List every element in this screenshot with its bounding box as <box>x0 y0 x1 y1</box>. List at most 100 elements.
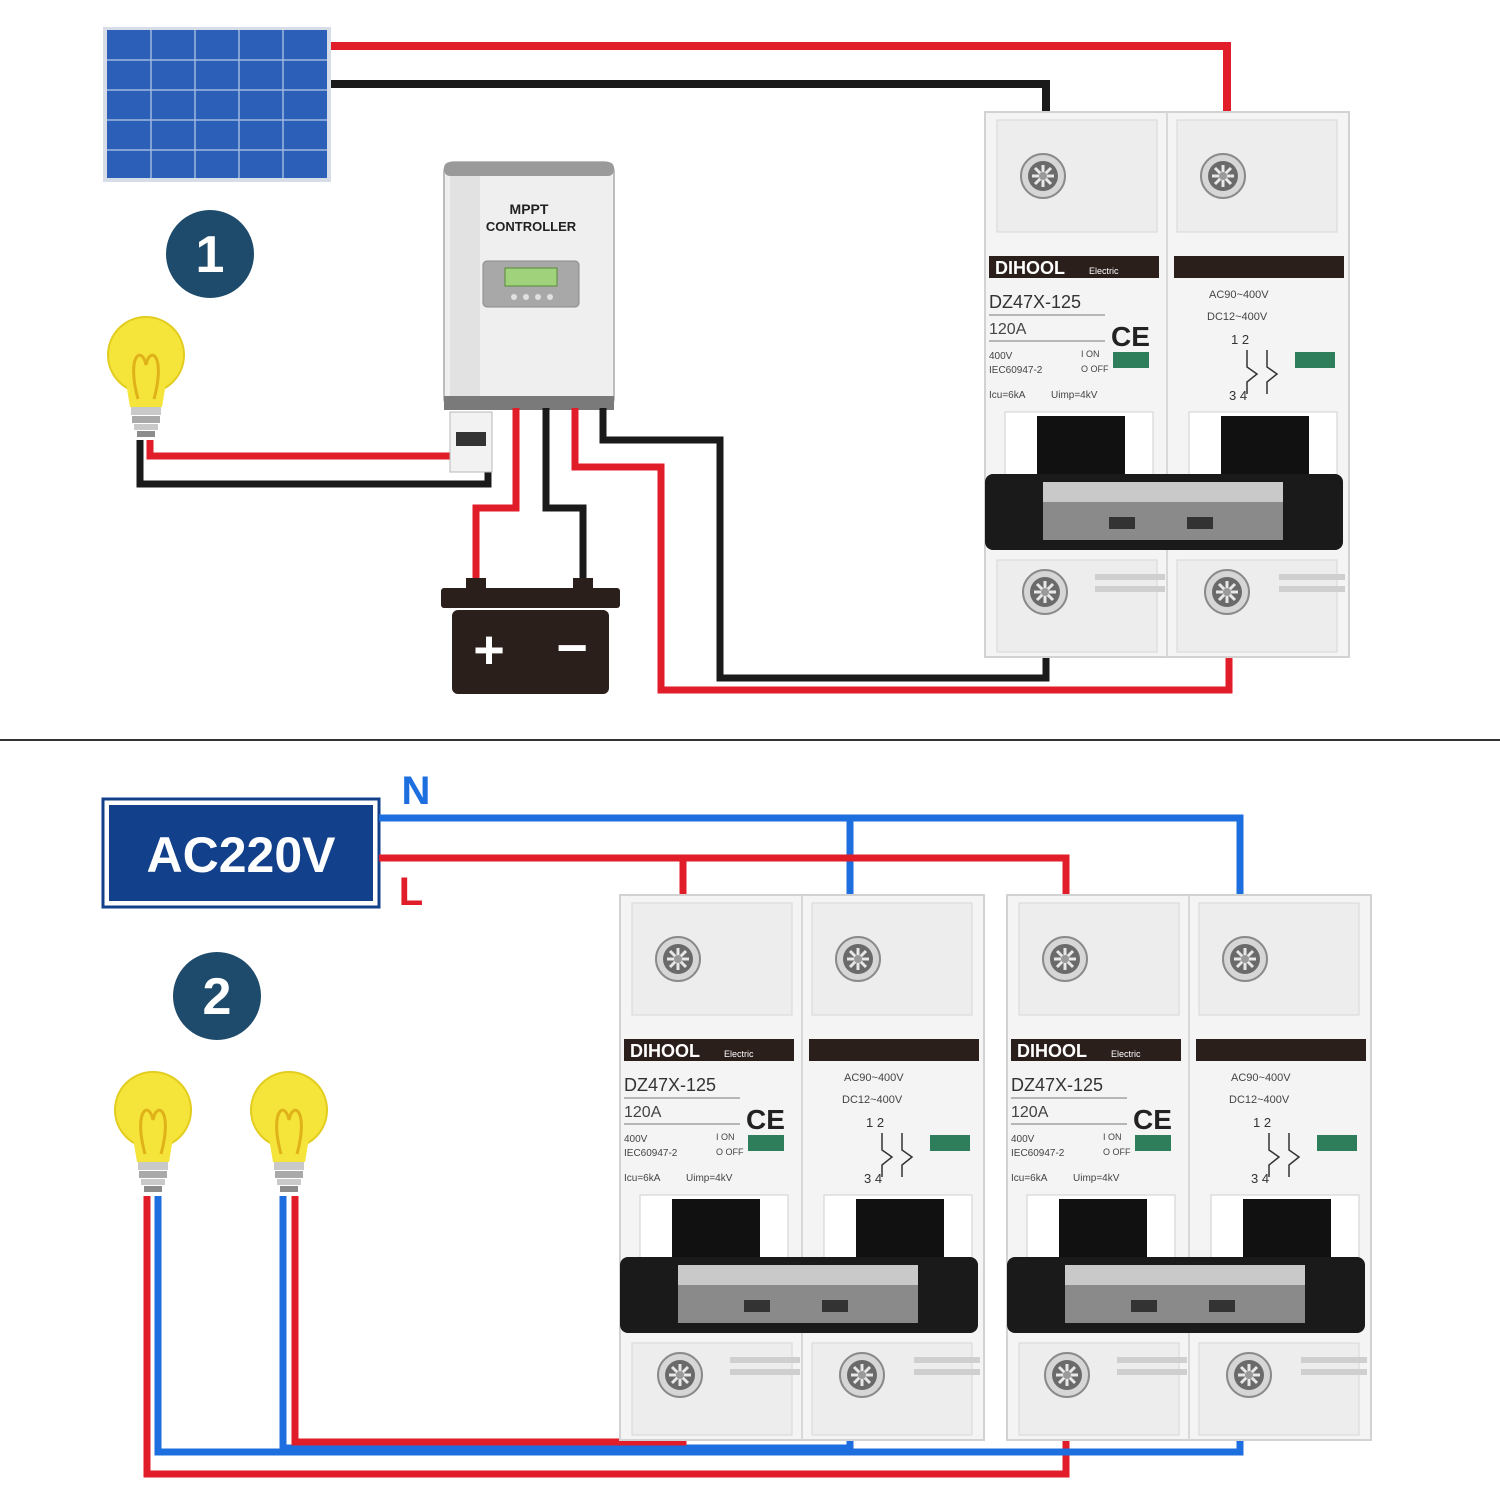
neutral-supply-wire <box>379 814 1244 895</box>
breaker-ac-range: AC90~400V <box>1209 289 1269 301</box>
controller-buttons <box>511 294 553 300</box>
terminal-screw-icon <box>656 1351 704 1399</box>
terminal-screw-icon <box>1019 152 1067 200</box>
breaker-brand-suffix: Electric <box>724 1049 754 1059</box>
breaker-off-label: O OFF <box>1103 1147 1131 1157</box>
terminal-screw-icon <box>1043 1351 1091 1399</box>
breaker-dc-range: DC12~400V <box>1207 311 1268 323</box>
pv-input-positive-wire <box>571 408 1233 694</box>
status-window <box>1135 1135 1171 1151</box>
status-window <box>748 1135 784 1151</box>
breaker-terminals-top: 1 2 <box>1253 1115 1271 1130</box>
breaker-icu: Icu=6kA <box>624 1173 661 1184</box>
line-supply-wire <box>379 854 1070 895</box>
battery-icon: + − <box>441 578 620 694</box>
breaker-off-label: O OFF <box>716 1147 744 1157</box>
controller-title-line1: MPPT <box>510 201 549 217</box>
breaker-voltage: 400V <box>989 351 1013 362</box>
panel-positive-wire <box>331 42 1231 112</box>
terminal-screw-icon <box>654 935 702 983</box>
breaker-voltage: 400V <box>624 1134 648 1145</box>
terminal-screw-icon <box>834 935 882 983</box>
controller-title-line2: CONTROLLER <box>486 219 577 234</box>
battery-minus-label: − <box>556 618 588 678</box>
breaker-terminals-bottom: 3 4 <box>1251 1171 1269 1186</box>
breaker-standard: IEC60947-2 <box>624 1148 678 1159</box>
load-negative-wire <box>136 440 492 488</box>
ce-mark: CE <box>746 1104 785 1135</box>
pv-input-negative-wire <box>599 408 1050 682</box>
breaker-icu: Icu=6kA <box>1011 1173 1048 1184</box>
breaker-on-label: I ON <box>1103 1132 1122 1142</box>
breaker-terminals-top: 1 2 <box>866 1115 884 1130</box>
breaker-off-label: O OFF <box>1081 364 1109 374</box>
breaker-on-label: I ON <box>716 1132 735 1142</box>
status-window <box>930 1135 970 1151</box>
breaker-model: DZ47X-125 <box>989 292 1081 312</box>
breaker-brand-suffix: Electric <box>1089 266 1119 276</box>
lamp-1-line-wire <box>143 1196 1070 1478</box>
breaker-brand-suffix: Electric <box>1111 1049 1141 1059</box>
battery-positive-wire <box>472 408 520 585</box>
light-bulb-icon <box>249 1070 329 1194</box>
breaker-current: 120A <box>1011 1104 1049 1121</box>
terminal-screw-icon <box>1199 152 1247 200</box>
breaker-model: DZ47X-125 <box>1011 1075 1103 1095</box>
breaker-uimp: Uimp=4kV <box>1073 1173 1120 1184</box>
neutral-label: N <box>402 769 431 813</box>
terminal-screw-icon <box>1203 568 1251 616</box>
status-window <box>1113 352 1149 368</box>
breaker-uimp: Uimp=4kV <box>1051 390 1098 401</box>
breaker-voltage: 400V <box>1011 1134 1035 1145</box>
mppt-controller: MPPT CONTROLLER <box>443 161 615 473</box>
breaker-on-label: I ON <box>1081 349 1100 359</box>
step-badge-1-label: 1 <box>196 226 225 284</box>
status-window <box>1295 352 1335 368</box>
ce-mark: CE <box>1111 321 1150 352</box>
step-badge-1: 1 <box>166 210 254 298</box>
section-1: 1 MPPT CONTROLLER <box>103 27 1350 694</box>
line-label: L <box>399 870 423 914</box>
breaker-dc-range: DC12~400V <box>1229 1094 1290 1106</box>
light-bulb-icon <box>106 315 186 439</box>
load-positive-wire <box>146 440 450 460</box>
breaker-icu: Icu=6kA <box>989 390 1026 401</box>
breaker-ac-range: AC90~400V <box>1231 1072 1291 1084</box>
panel-negative-wire <box>331 80 1050 112</box>
breaker-brand: DIHOOL <box>630 1041 700 1061</box>
breaker-ac-range: AC90~400V <box>844 1072 904 1084</box>
terminal-screw-icon <box>1225 1351 1273 1399</box>
terminal-screw-icon <box>1041 935 1089 983</box>
breaker-terminals-bottom: 3 4 <box>864 1171 882 1186</box>
breaker-uimp: Uimp=4kV <box>686 1173 733 1184</box>
battery-negative-wire <box>542 408 587 585</box>
breaker-standard: IEC60947-2 <box>1011 1148 1065 1159</box>
status-window <box>1317 1135 1357 1151</box>
breaker-current: 120A <box>989 321 1027 338</box>
ce-mark: CE <box>1133 1104 1172 1135</box>
step-badge-2-label: 2 <box>203 968 232 1026</box>
breaker-current: 120A <box>624 1104 662 1121</box>
breaker-terminals-bottom: 3 4 <box>1229 388 1247 403</box>
breaker-brand: DIHOOL <box>1017 1041 1087 1061</box>
step-badge-2: 2 <box>173 952 261 1040</box>
breaker-model: DZ47X-125 <box>624 1075 716 1095</box>
light-bulb-icon <box>113 1070 193 1194</box>
breaker-dc-range: DC12~400V <box>842 1094 903 1106</box>
breaker-brand: DIHOOL <box>995 258 1065 278</box>
ac-source-box: AC220V <box>101 797 381 909</box>
ac-source-label: AC220V <box>147 827 337 883</box>
terminal-screw-icon <box>838 1351 886 1399</box>
breaker-standard: IEC60947-2 <box>989 365 1043 376</box>
terminal-screw-icon <box>1021 568 1069 616</box>
breaker-terminals-top: 1 2 <box>1231 332 1249 347</box>
terminal-screw-icon <box>1221 935 1269 983</box>
